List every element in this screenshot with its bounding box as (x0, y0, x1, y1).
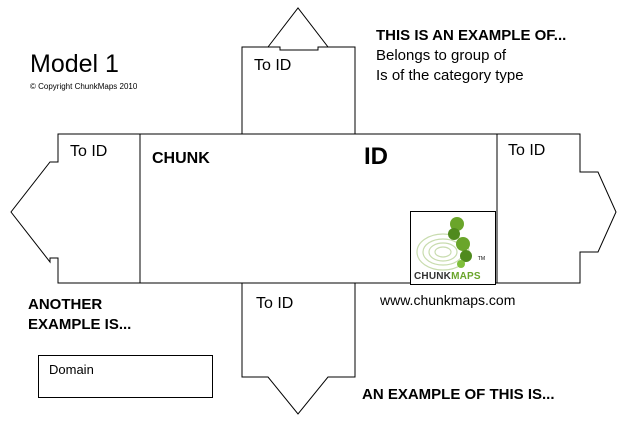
right-arrow (496, 133, 617, 284)
bottom-arrow (241, 282, 356, 415)
right-to-id-label: To ID (508, 142, 546, 159)
top-arm (241, 46, 356, 135)
chunk-label: CHUNK (152, 150, 210, 167)
top-arrow-head (266, 7, 330, 51)
top-to-id-label: To ID (254, 57, 292, 74)
website-url[interactable]: www.chunkmaps.com (380, 292, 516, 308)
example-of-heading: THIS IS AN EXAMPLE OF... (376, 27, 567, 44)
logo-wordmark: CHUNKMAPS (414, 271, 481, 282)
category-type-text: Is of the category type (376, 67, 524, 84)
copyright-text: © Copyright ChunkMaps 2010 (30, 82, 138, 91)
model-title: Model 1 (30, 50, 119, 78)
trademark-mark: TM (477, 256, 485, 262)
left-to-id-label: To ID (70, 143, 108, 160)
domain-label: Domain (49, 362, 94, 377)
chunk-id: ID (364, 143, 388, 170)
logo-wordmark-chunk: CHUNK (414, 271, 452, 282)
belongs-to-group-text: Belongs to group of (376, 47, 507, 64)
chunkmaps-logo: TM CHUNKMAPS (410, 211, 496, 285)
logo-wordmark-maps: MAPS (451, 271, 481, 282)
another-example-line2: EXAMPLE IS... (28, 316, 132, 333)
chunkmaps-logo-icon (416, 217, 472, 271)
another-example-line1: ANOTHER (28, 296, 103, 313)
bottom-to-id-label: To ID (256, 295, 294, 312)
example-of-this-heading: AN EXAMPLE OF THIS IS... (362, 386, 555, 403)
another-example-heading: ANOTHER EXAMPLE IS... (28, 295, 131, 335)
domain-box: Domain (38, 355, 213, 398)
